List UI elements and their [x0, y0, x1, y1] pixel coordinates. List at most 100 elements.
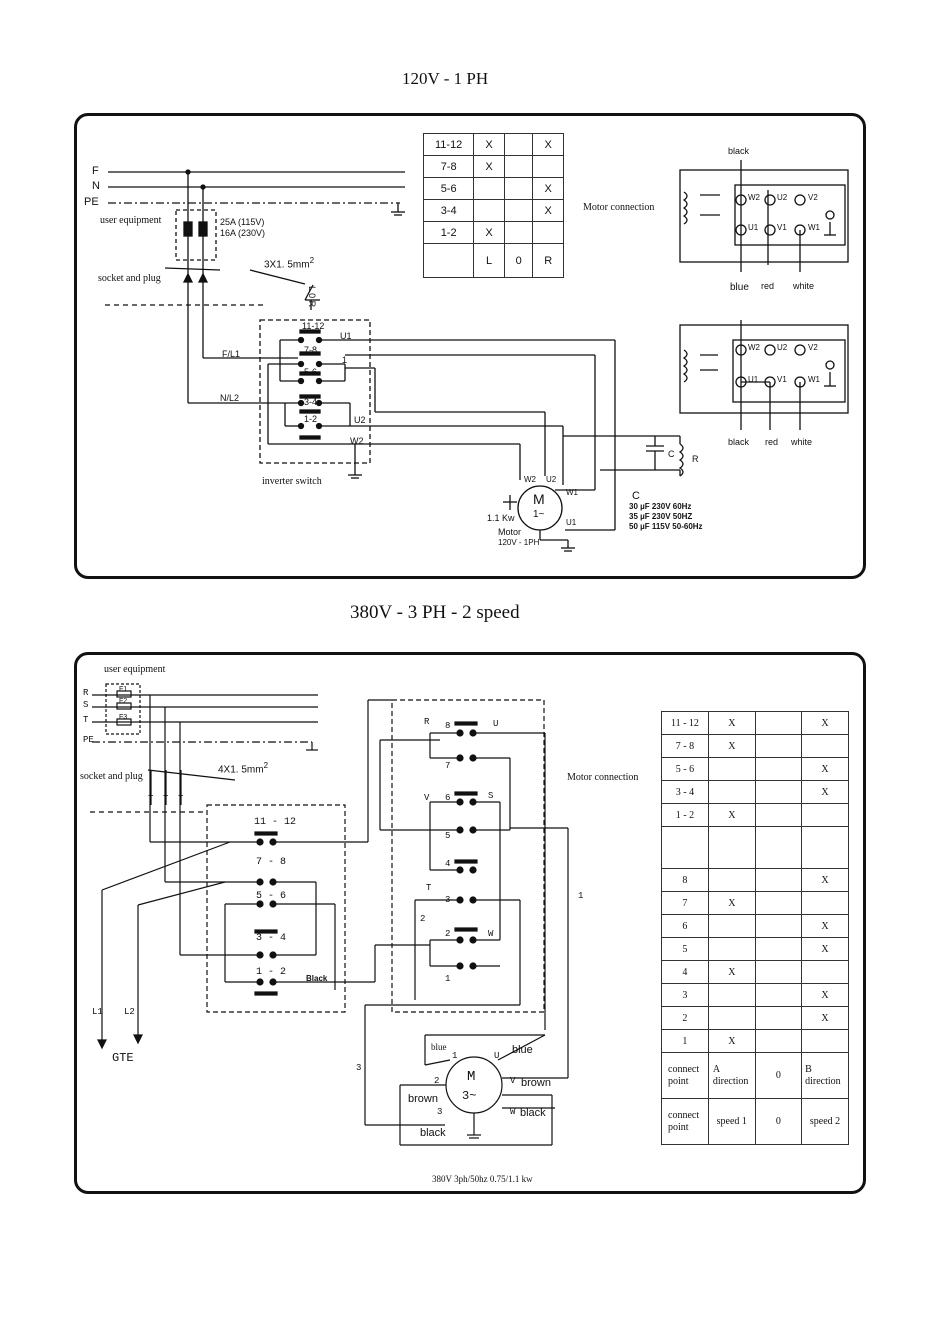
right-contact-7: 7 [445, 761, 451, 771]
motor-power: 1.1 Kw [487, 513, 515, 523]
right-contact-1: 1 [445, 974, 451, 984]
capacitor-c-label: C [668, 449, 675, 459]
motor-u2: U2 [546, 475, 557, 484]
right-label-2: 2 [420, 914, 426, 924]
table-cell: 8 [661, 868, 709, 892]
wire-3-label: 3 [356, 1063, 362, 1073]
line-f-label: F [92, 165, 99, 177]
b-direction: B direction [801, 1052, 849, 1099]
motor3-terminal-w: W [510, 1107, 516, 1117]
switch-contact-1-2: 1-2 [304, 414, 318, 424]
table-cell [801, 960, 849, 984]
table-cell [754, 914, 803, 938]
bottom-footer-rating: 380V 3ph/50hz 0.75/1.1 kw [432, 1174, 533, 1184]
table-cell: 1 [661, 1029, 709, 1053]
table-cell [707, 826, 756, 869]
table-cell [801, 826, 849, 869]
motor3-m-symbol: M [467, 1069, 476, 1085]
switch-contact-3-4: 3-4 [304, 397, 318, 407]
conn2-v1: V1 [777, 375, 787, 384]
motor-m-symbol: M [533, 491, 545, 507]
table-cell [707, 983, 756, 1007]
table-cell [801, 891, 849, 915]
table-cell: 3 - 4 [661, 780, 709, 804]
left-contact-1-2: 1 - 2 [256, 967, 287, 978]
table-cell [754, 868, 803, 892]
table-cell [754, 826, 803, 869]
connect-point-2: connect point [661, 1098, 709, 1145]
conn1-w1: W1 [808, 223, 820, 232]
line-n-label: N [92, 180, 100, 192]
table-cell [707, 757, 756, 781]
cable-spec-label: 3X1. 5mm2 [264, 256, 315, 271]
conn1-blue: blue [730, 282, 749, 293]
table-cell: X [707, 734, 756, 758]
terminal-1: 1 [342, 355, 348, 365]
resistor-r-label: R [692, 454, 699, 464]
top-title: 120V - 1 PH [402, 69, 489, 88]
conn1-w2: W2 [748, 193, 760, 202]
conn2-w2: W2 [748, 343, 760, 352]
table-cell: X [707, 1029, 756, 1053]
socket-and-plug-label: socket and plug [98, 273, 161, 284]
cap-spec-title: C [632, 490, 640, 502]
right-contact-8: 8 [445, 721, 451, 731]
table-cell: X [707, 803, 756, 827]
table-cell: 5-6 [422, 177, 475, 200]
wire-1-label: 1 [578, 891, 584, 901]
terminal-u2: U2 [354, 415, 366, 425]
connect-point-1: connect point [661, 1052, 709, 1099]
motor-rating: 120V - 1PH [498, 538, 540, 547]
table-cell [754, 960, 803, 984]
terminal-u1: U1 [340, 331, 352, 341]
fuse-f2: F2 [119, 698, 128, 705]
left-contact-11-12: 11 - 12 [254, 817, 297, 828]
conn1-black: black [728, 146, 750, 156]
motor3-black-left: black [420, 1127, 446, 1139]
table-cell: 6 [661, 914, 709, 938]
table-cell [801, 803, 849, 827]
switch-contact-7-8: 7-8 [304, 345, 318, 355]
conn1-white: white [793, 281, 815, 291]
cap-spec-line-2: 35 µF 230V 50HZ [629, 512, 693, 521]
switch-contact-5-6: 5-6 [304, 367, 318, 377]
bottom-motor-connection-label: Motor connection [567, 772, 639, 783]
gte-label: GTE [112, 1051, 134, 1065]
table-cell [754, 1006, 803, 1030]
bottom-cable-spec-label: 4X1. 5mm2 [218, 761, 269, 776]
right-contact-4: 4 [445, 859, 451, 869]
right-contact-2: 2 [445, 929, 451, 939]
table-cell: 3 [661, 983, 709, 1007]
table-cell [754, 937, 803, 961]
table-cell [754, 891, 803, 915]
conn2-u2: U2 [777, 343, 788, 352]
table-cell [754, 757, 803, 781]
table-cell [754, 711, 803, 735]
l2-label: L2 [124, 1007, 135, 1017]
left-contact-7-8: 7 - 8 [256, 857, 287, 868]
table-cell: X [801, 868, 849, 892]
user-equipment-label: user equipment [100, 215, 162, 226]
conn2-black: black [728, 437, 750, 447]
table-cell: X [707, 960, 756, 984]
inverter-switch-label: inverter switch [262, 476, 322, 487]
motor-phase-symbol: 1~ [533, 509, 545, 520]
table-cell [754, 1029, 803, 1053]
table-cell [754, 734, 803, 758]
table-cell: 5 - 6 [661, 757, 709, 781]
table-cell: 5 [661, 937, 709, 961]
motor3-brown-left: brown [408, 1093, 438, 1105]
table-cell: X [801, 937, 849, 961]
right-contact-3: 3 [445, 895, 451, 905]
top-diagram-panel [74, 113, 866, 579]
cap-spec-line-1: 30 µF 230V 60Hz [629, 502, 692, 511]
l1-label: L1 [92, 1007, 103, 1017]
table-cell: X [707, 711, 756, 735]
table-cell [707, 914, 756, 938]
plug-pin-3: T [178, 794, 184, 804]
motor-label: Motor [498, 527, 522, 537]
fuse-f3: F3 [119, 714, 128, 721]
table-cell [661, 826, 709, 869]
table-cell [422, 243, 475, 278]
